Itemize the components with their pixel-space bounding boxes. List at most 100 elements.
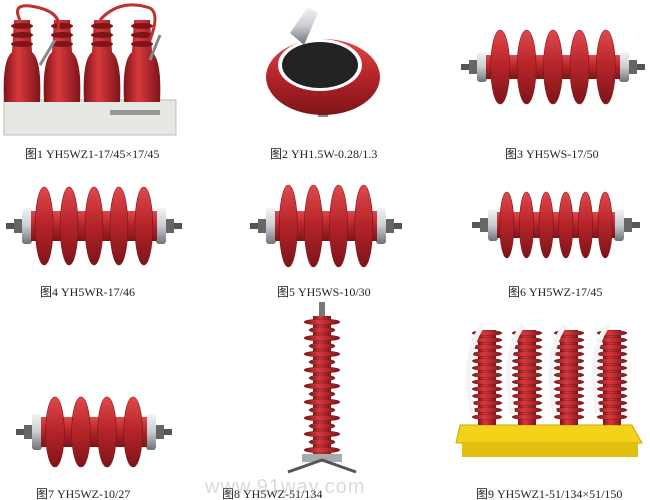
insulator-shed <box>303 430 341 438</box>
insulator-shed <box>596 372 628 378</box>
insulator-shed <box>303 350 341 358</box>
shed-ring <box>131 32 153 38</box>
insulator-shed <box>596 337 628 343</box>
product-image-3 <box>461 29 645 105</box>
product-image-5 <box>250 184 402 268</box>
insulator-shed <box>34 186 54 266</box>
nut-left <box>469 60 477 74</box>
insulator-shed <box>596 379 628 385</box>
insulator-shed <box>596 407 628 413</box>
insulator-shed <box>596 351 628 357</box>
caption-6: 图6 YH5WZ-17/45 <box>508 285 603 299</box>
nut-right <box>156 425 164 439</box>
insulator-shed <box>596 29 616 105</box>
end-cap-right <box>619 52 629 82</box>
end-cap-right <box>614 209 624 241</box>
product-image-1 <box>3 3 177 136</box>
insulator-shed <box>45 396 65 468</box>
caption-5: 图5 YH5WS-10/30 <box>277 285 371 299</box>
insulator-shed <box>499 191 515 259</box>
insulator-shed <box>308 342 336 350</box>
insulator-shed <box>71 396 91 468</box>
caption-7: 图7 YH5WZ-10/27 <box>36 487 131 500</box>
insulator-shed <box>123 396 143 468</box>
shed-ring <box>131 41 153 47</box>
insulator-shed <box>303 382 341 390</box>
end-cap-right <box>376 208 386 244</box>
nut-right <box>166 219 174 233</box>
insulator-unit <box>83 20 121 102</box>
end-cap-left <box>266 208 276 244</box>
nut-left <box>480 218 488 232</box>
insulator-shed <box>303 334 341 342</box>
insulator-shed <box>511 344 543 350</box>
insulator-shed <box>553 407 585 413</box>
insulator-shed <box>471 372 503 378</box>
base-bracket <box>287 458 357 474</box>
nut-right <box>629 60 637 74</box>
nut-left <box>258 219 266 233</box>
lead-wire <box>506 323 526 416</box>
clamp <box>148 34 162 61</box>
insulator-shed <box>109 186 129 266</box>
product-image-2 <box>266 7 380 117</box>
caption-4: 图4 YH5WR-17/46 <box>40 285 135 299</box>
shed-ring <box>11 23 33 29</box>
insulator-shed <box>553 379 585 385</box>
watermark: www.91way.com <box>205 476 366 498</box>
insulator-shed <box>596 414 628 420</box>
lead-wire <box>548 323 568 416</box>
insulator-shed <box>596 393 628 399</box>
insulator-shed <box>553 351 585 357</box>
nut-left <box>24 425 32 439</box>
top-terminal <box>290 7 318 45</box>
insulator-shed <box>553 386 585 392</box>
insulator-shed <box>308 390 336 398</box>
insulator-body <box>497 212 615 238</box>
shed-ring <box>11 41 33 47</box>
insulator-shed <box>553 365 585 371</box>
insulator-shed <box>304 184 323 268</box>
nut-right <box>624 218 632 232</box>
insulator-shed <box>471 344 503 350</box>
shed-ring <box>91 23 113 29</box>
insulator-shed <box>308 406 336 414</box>
shed-ring <box>51 23 73 29</box>
insulator-shed <box>471 351 503 357</box>
product-image-9 <box>455 323 643 457</box>
insulator-shed <box>471 400 503 406</box>
insulator-shed <box>553 393 585 399</box>
insulator-shed <box>329 184 348 268</box>
insulator-shed <box>511 400 543 406</box>
shed-ring <box>91 32 113 38</box>
insulator-shed <box>308 422 336 430</box>
insulator-shed <box>134 186 154 266</box>
insulator-shed <box>354 184 374 268</box>
insulator-shed <box>511 393 543 399</box>
insulator-shed <box>516 29 537 105</box>
insulator-shed <box>303 366 341 374</box>
insulator-shed <box>596 365 628 371</box>
insulator-shed <box>553 400 585 406</box>
insulator-shed <box>278 184 298 268</box>
insulator-shed <box>596 386 628 392</box>
caption-2: 图2 YH1.5W-0.28/1.3 <box>270 147 378 161</box>
insulator-shed <box>471 337 503 343</box>
mount-plate <box>302 454 342 462</box>
insulator-shed <box>308 358 336 366</box>
shed-ring <box>131 23 153 29</box>
insulator-shed <box>597 191 613 259</box>
end-cap-left <box>32 414 42 450</box>
insulator-shed <box>84 186 104 266</box>
insulator-shed <box>553 337 585 343</box>
insulator-shed <box>471 414 503 420</box>
insulator-shed <box>471 393 503 399</box>
insulator-shed <box>308 326 336 334</box>
insulator-shed <box>471 379 503 385</box>
insulator-shed <box>596 400 628 406</box>
insulator-shed <box>490 29 510 105</box>
nut-left <box>14 219 22 233</box>
end-cap-left <box>477 52 487 82</box>
caption-3: 图3 YH5WS-17/50 <box>505 147 599 161</box>
